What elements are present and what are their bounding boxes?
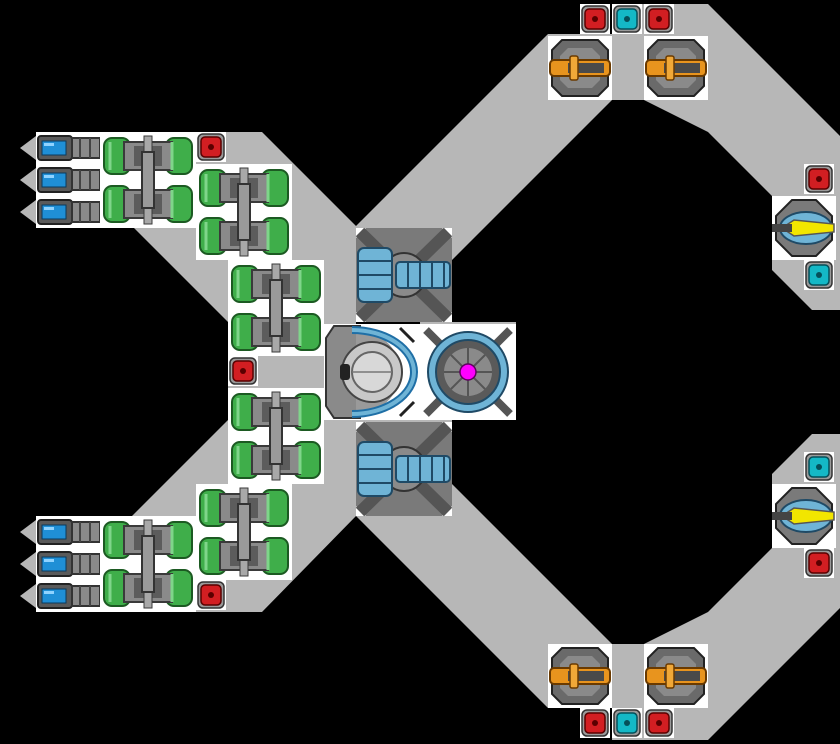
armor-block-1[interactable] — [195, 131, 227, 163]
cannon-turret-3[interactable] — [547, 643, 613, 709]
cargo-tank-6[interactable] — [100, 516, 196, 612]
thruster-bank-upper — [19, 131, 103, 229]
armor-block-7[interactable] — [803, 547, 835, 579]
cargo-tank-5[interactable] — [196, 484, 292, 580]
shield-block-3[interactable] — [803, 451, 835, 483]
armor-block-5[interactable] — [643, 3, 675, 35]
armor-block-8[interactable] — [579, 707, 611, 739]
laser-turrets — [771, 195, 837, 549]
cargo-tank-4[interactable] — [228, 388, 324, 484]
thruster-2[interactable] — [19, 163, 103, 197]
armor-block-9[interactable] — [643, 707, 675, 739]
cannon-turret-4[interactable] — [643, 643, 709, 709]
armor-block-4[interactable] — [579, 3, 611, 35]
thruster-6[interactable] — [19, 579, 103, 613]
armor-block-3[interactable] — [195, 579, 227, 611]
armor-block-6[interactable] — [803, 163, 835, 195]
cargo-tank-2[interactable] — [196, 164, 292, 260]
coolant-pump-lower[interactable] — [356, 422, 452, 516]
reactor-core[interactable] — [420, 324, 516, 420]
thruster-bank-lower — [19, 515, 103, 613]
thruster-1[interactable] — [19, 131, 103, 165]
laser-turret-2[interactable] — [771, 483, 837, 549]
cargo-tank-3[interactable] — [228, 260, 324, 356]
cargo-tank-1[interactable] — [100, 132, 196, 228]
cannon-turret-1[interactable] — [547, 35, 613, 101]
thruster-5[interactable] — [19, 547, 103, 581]
shield-block-4[interactable] — [611, 707, 643, 739]
coolant-pump-upper[interactable] — [356, 228, 452, 322]
cannon-turret-2[interactable] — [643, 35, 709, 101]
armor-block-2[interactable] — [227, 355, 259, 387]
shield-block-2[interactable] — [803, 259, 835, 291]
thruster-3[interactable] — [19, 195, 103, 229]
shield-block-1[interactable] — [611, 3, 643, 35]
cockpit-bridge[interactable] — [324, 324, 420, 420]
thruster-4[interactable] — [19, 515, 103, 549]
laser-turret-1[interactable] — [771, 195, 837, 261]
